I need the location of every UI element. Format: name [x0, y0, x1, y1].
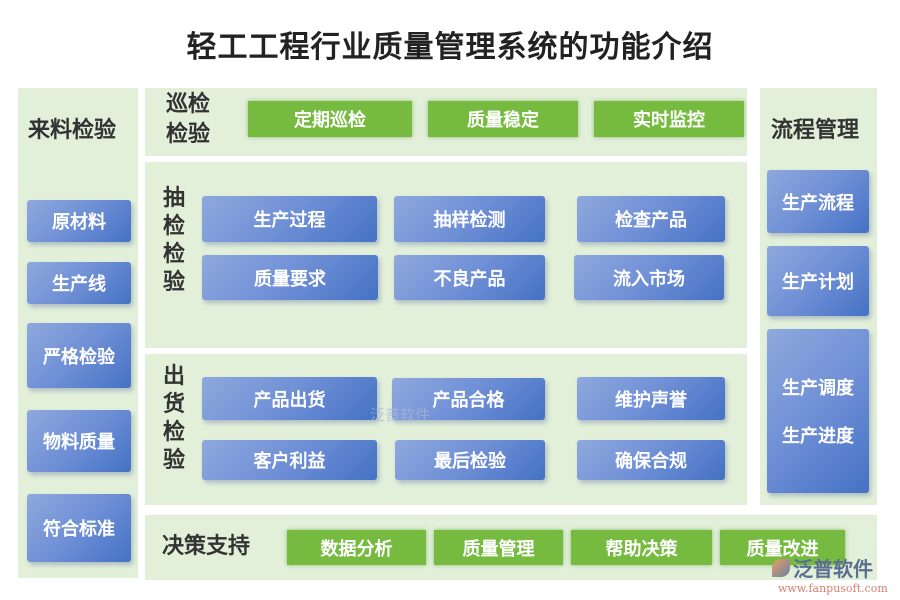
sampling-item: 检查产品: [577, 196, 725, 242]
decision-item: 帮助决策: [571, 530, 712, 565]
shipping-item: 客户利益: [202, 440, 377, 480]
decision-item: 数据分析: [287, 530, 426, 565]
patrol-inspection-label: 巡检检验: [166, 91, 211, 147]
shipping-item: 产品出货: [202, 377, 377, 420]
logo-name: 泛普软件: [793, 557, 873, 581]
page-title: 轻工工程行业质量管理系统的功能介绍: [186, 30, 714, 65]
patrol-item: 定期巡检: [248, 101, 412, 137]
shipping-item: 维护声誉: [577, 377, 725, 420]
shipping-item: 最后检验: [395, 440, 545, 480]
left-item: 严格检验: [27, 323, 131, 388]
sampling-item: 流入市场: [574, 255, 724, 300]
logo-icon: [772, 558, 790, 577]
shipping-inspection-label: 出货检验: [163, 363, 186, 473]
watermark: 泛普软件: [370, 406, 431, 424]
sampling-item: 生产过程: [202, 196, 377, 242]
sampling-item: 质量要求: [202, 255, 378, 300]
right-item: 生产进度: [782, 426, 854, 447]
patrol-item: 实时监控: [594, 101, 744, 137]
left-item: 原材料: [27, 200, 131, 242]
shipping-item: 确保合规: [577, 440, 725, 480]
process-management-label: 流程管理: [771, 117, 860, 143]
right-item: 生产调度: [782, 378, 854, 399]
decision-item: 质量管理: [434, 530, 563, 565]
decision-support-label: 决策支持: [162, 533, 251, 559]
logo-url: www.fanpusoft.com: [778, 582, 888, 595]
shipping-item: 产品合格: [392, 378, 545, 420]
right-item-group: 生产调度 生产进度: [767, 329, 869, 493]
right-item: 生产计划: [767, 246, 869, 316]
patrol-item: 质量稳定: [428, 101, 578, 137]
sampling-item: 不良产品: [394, 255, 545, 300]
fanpu-logo: 泛普软件 www.fanpusoft.com: [772, 553, 888, 595]
left-item: 符合标准: [27, 494, 131, 562]
left-item: 物料质量: [27, 410, 131, 472]
sampling-item: 抽样检测: [394, 196, 545, 242]
right-item: 生产流程: [767, 170, 869, 233]
left-item: 生产线: [27, 262, 131, 304]
incoming-inspection-label: 来料检验: [28, 117, 117, 143]
sampling-inspection-label: 抽检检验: [163, 185, 186, 295]
